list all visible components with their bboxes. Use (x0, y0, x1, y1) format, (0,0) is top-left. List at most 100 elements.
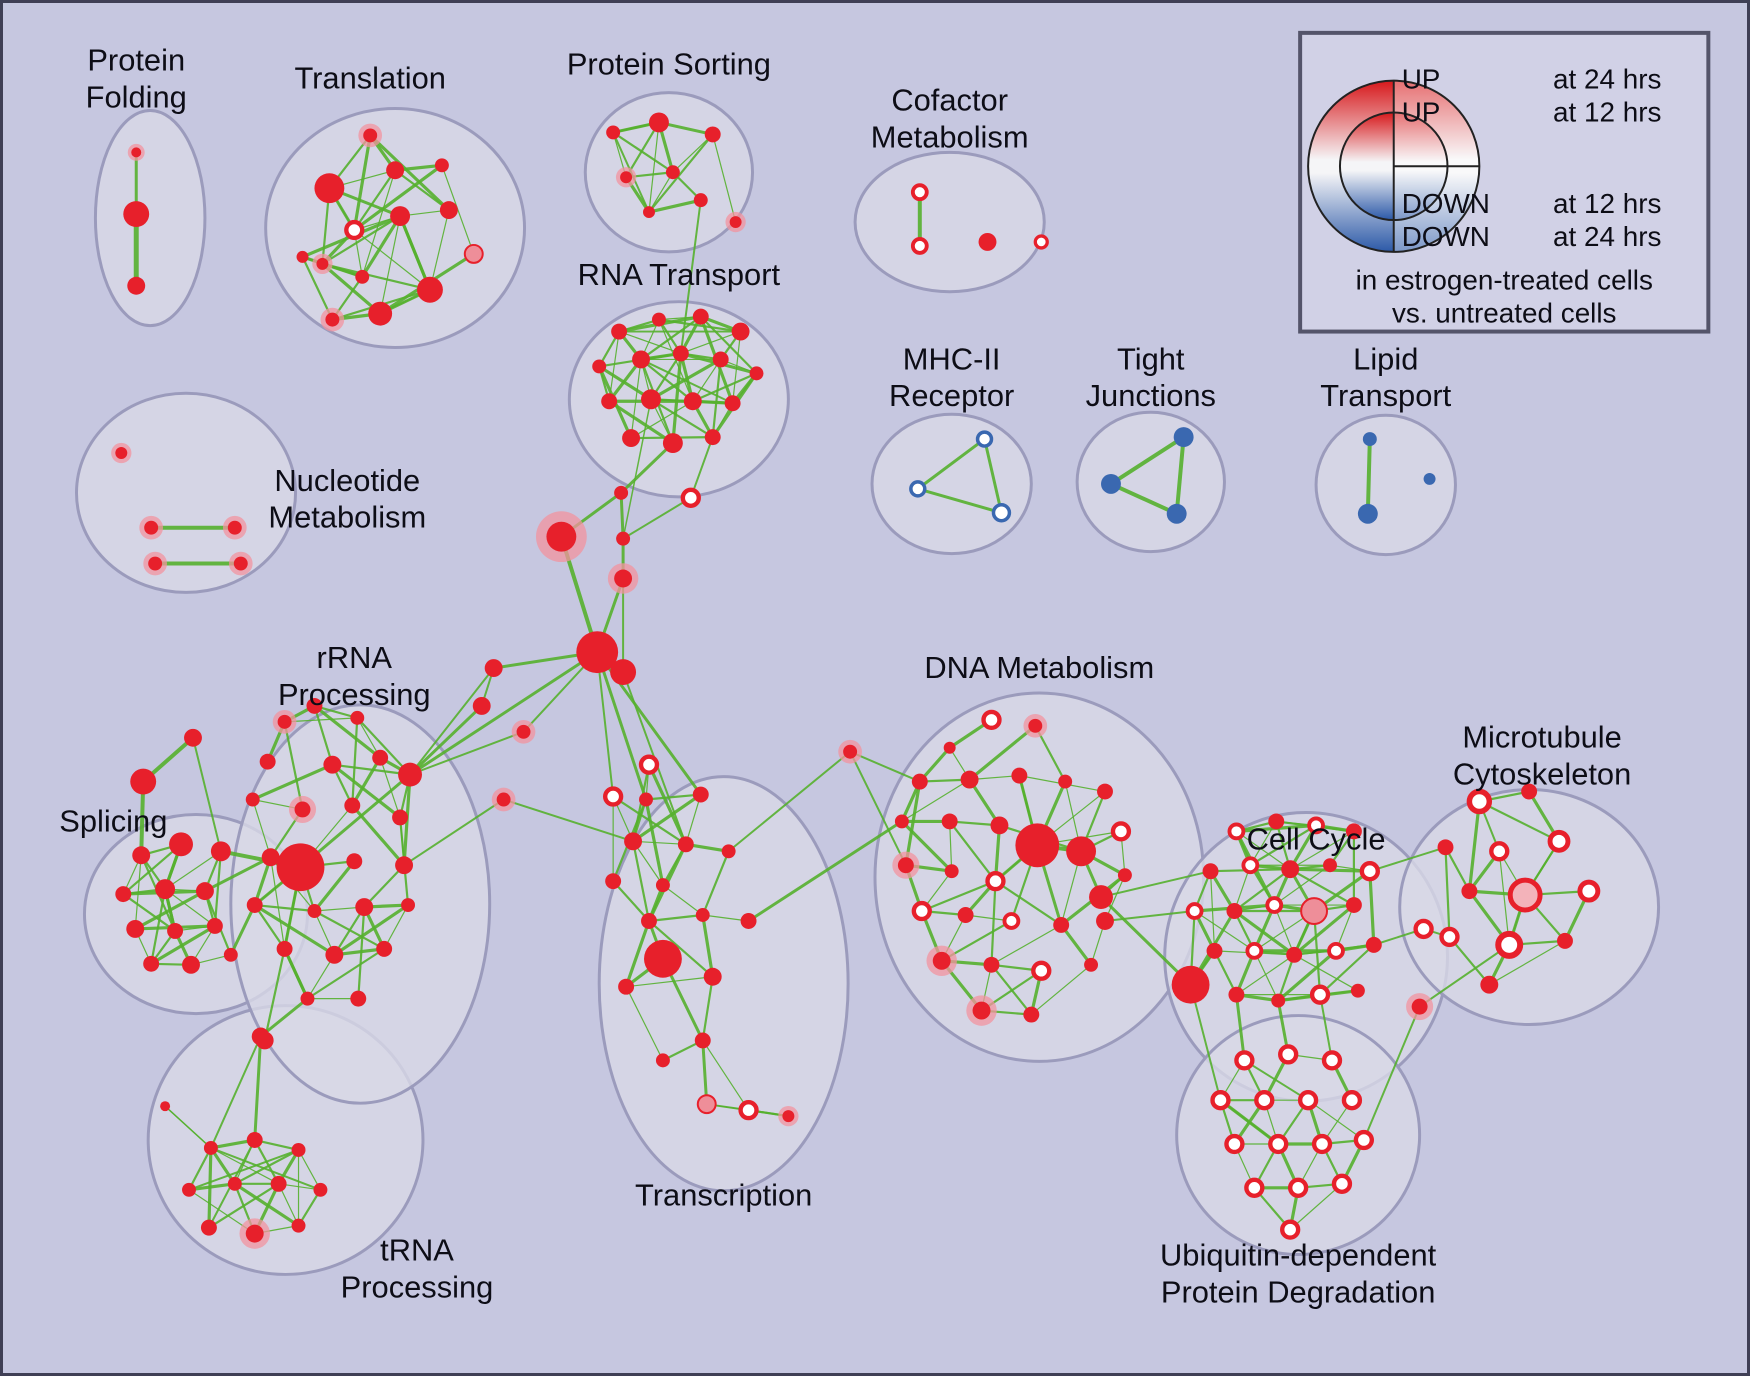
network-node (392, 809, 409, 826)
cluster-label-trna-processing: tRNA (380, 1232, 454, 1267)
network-edge (701, 1038, 709, 1106)
network-node (291, 1218, 306, 1233)
network-edge (122, 893, 177, 933)
network-edge (429, 209, 450, 291)
network-edge (283, 717, 358, 723)
cluster-label-nucleotide-metabolism: Metabolism (268, 500, 426, 535)
network-node (1439, 926, 1460, 948)
network-node (1185, 902, 1204, 920)
network-edge (1488, 940, 1566, 986)
network-node (1271, 993, 1286, 1008)
network-node (576, 631, 619, 674)
network-edge (994, 880, 1063, 927)
network-node (677, 836, 694, 853)
network-edge (164, 1105, 212, 1149)
cluster-label-lipid-transport: Transport (1320, 378, 1451, 413)
network-edge (352, 163, 444, 232)
network-node (344, 219, 365, 241)
network-node (740, 913, 757, 929)
network-node (1466, 788, 1493, 815)
network-node (944, 864, 959, 879)
network-edge (441, 164, 475, 255)
network-edge (356, 716, 412, 776)
network-edge (680, 330, 742, 355)
network-edge (133, 889, 207, 931)
network-edge (209, 1146, 322, 1191)
network-node (1341, 1090, 1363, 1111)
network-node (1547, 829, 1571, 853)
network-node (782, 1110, 795, 1123)
network-edge (671, 351, 683, 445)
network-node (620, 171, 633, 184)
network-edge (1108, 481, 1179, 516)
network-edge (948, 820, 997, 883)
network-node (693, 193, 708, 208)
network-node (843, 744, 858, 759)
network-edge (332, 903, 410, 957)
network-node (184, 728, 202, 747)
network-node (1327, 941, 1345, 960)
network-node (1101, 473, 1121, 494)
network-node (355, 269, 370, 284)
network-node (1028, 718, 1043, 733)
network-edge (408, 650, 599, 777)
cluster-label-mhc-ii-receptor: Receptor (889, 378, 1014, 413)
network-node (1345, 823, 1362, 840)
network-node (1097, 783, 1113, 800)
network-node (1245, 941, 1264, 960)
network-edge (1276, 949, 1338, 1003)
network-edge (702, 1039, 750, 1111)
network-edge (900, 819, 954, 873)
cluster-label-cell-cycle: Cell Cycle (1247, 821, 1386, 856)
network-edge (383, 904, 409, 950)
network-node (622, 429, 641, 448)
network-node (1173, 427, 1194, 448)
cluster-label-protein-sorting: Protein Sorting (567, 47, 771, 82)
network-edge (1249, 824, 1318, 867)
network-edge (1174, 435, 1186, 516)
network-node (694, 1032, 711, 1049)
network-edge (1233, 868, 1292, 913)
cluster-ellipse-dna-metabolism (873, 691, 1206, 1063)
network-node (227, 1176, 242, 1191)
network-node (227, 520, 242, 535)
network-node (1096, 912, 1114, 930)
cluster-label-tight-junctions: Junctions (1086, 378, 1216, 413)
network-node (130, 768, 157, 795)
network-node (1280, 1219, 1301, 1240)
network-node (246, 897, 263, 914)
cluster-label-ubiquitin-degradation: Ubiquitin-dependent (1160, 1237, 1437, 1272)
network-edge (619, 441, 675, 495)
legend-updown-label: DOWN (1402, 221, 1490, 252)
network-node (655, 1053, 670, 1068)
network-edge (595, 650, 648, 802)
network-node (1228, 986, 1245, 1003)
network-edge (1099, 895, 1193, 987)
network-node (1300, 897, 1329, 925)
network-edge (1368, 869, 1376, 947)
network-edge (1213, 949, 1238, 996)
network-node (662, 433, 683, 454)
network-edge (699, 315, 758, 375)
network-node (115, 886, 132, 903)
network-edge (350, 756, 382, 808)
network-edge (1289, 1183, 1343, 1231)
network-node (641, 389, 661, 410)
network-edge (312, 704, 382, 760)
network-node (1234, 1050, 1255, 1071)
network-edge (398, 214, 432, 292)
network-edge (612, 880, 651, 923)
network-edge (901, 779, 971, 823)
network-edge (622, 496, 692, 540)
network-node (957, 907, 974, 923)
network-node (643, 206, 655, 219)
network-edge (403, 798, 505, 867)
network-edge (647, 198, 703, 214)
network-node (981, 709, 1002, 731)
nodes-layer (111, 112, 1601, 1249)
network-edge (379, 757, 401, 819)
network-edge (1194, 910, 1255, 952)
network-node (1307, 816, 1325, 835)
network-edge (1253, 950, 1279, 1002)
